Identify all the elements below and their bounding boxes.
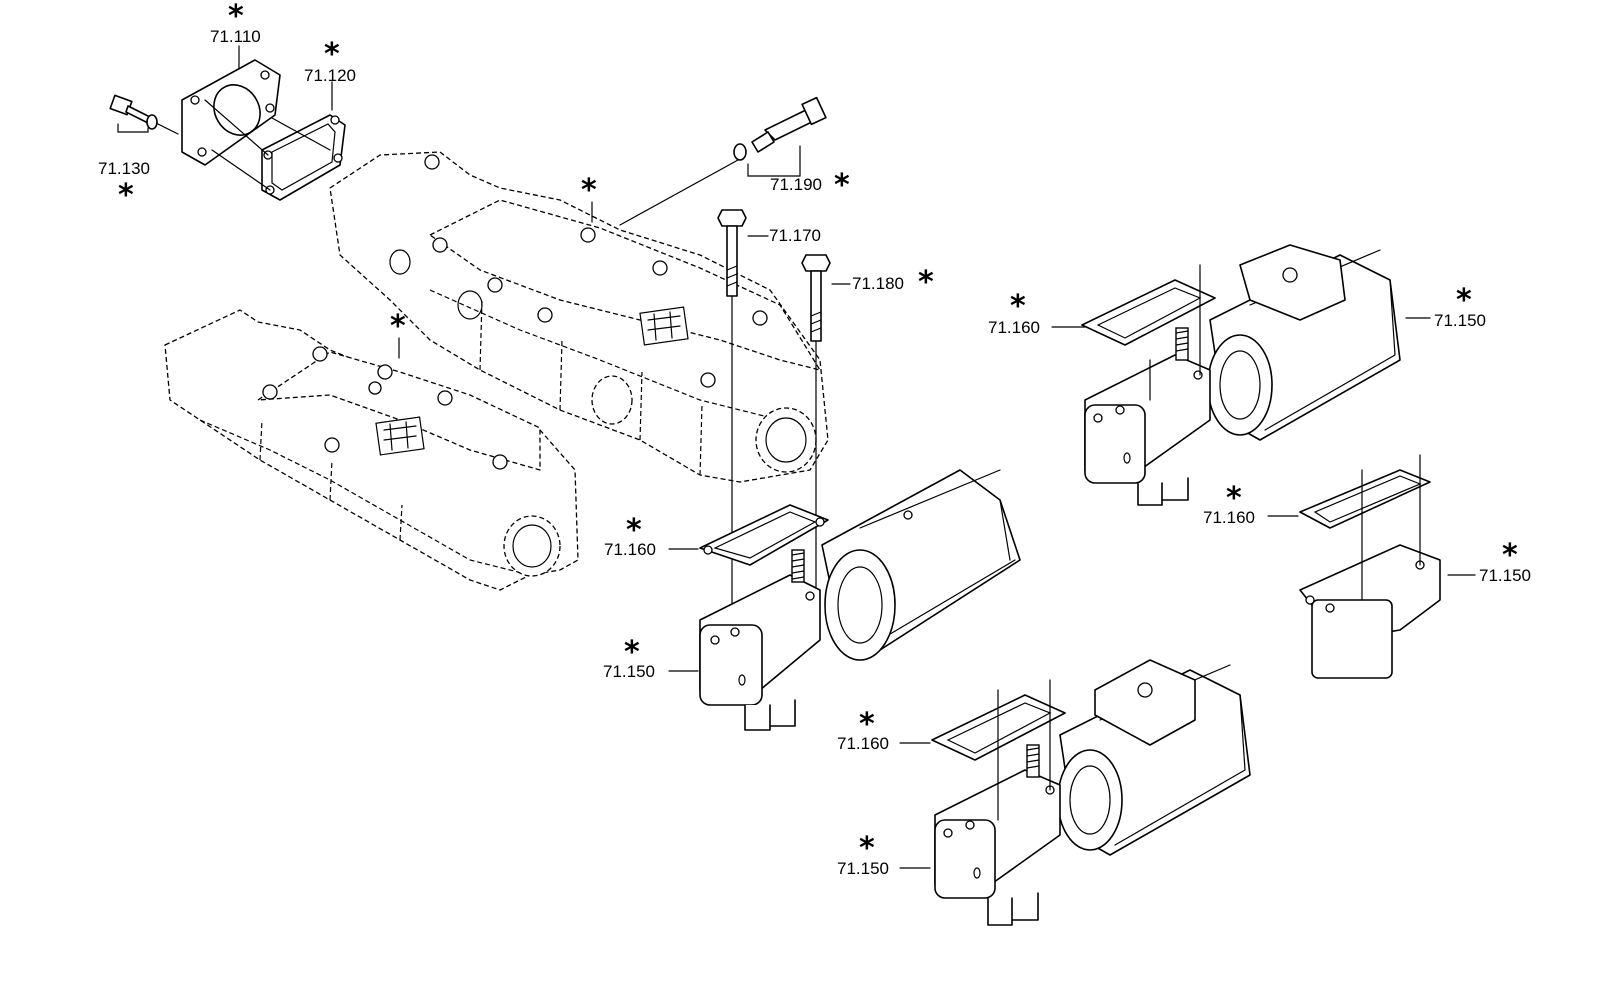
marker-71-120: *: [324, 37, 340, 72]
marker-71-180: *: [918, 265, 934, 300]
gasket-plate: [204, 99, 346, 201]
marker-71-150-d: *: [859, 831, 875, 866]
cover-plate: [181, 59, 281, 166]
upper-housing: [329, 151, 829, 483]
callout-71-120: 71.120: [304, 66, 356, 85]
marker-71-110: *: [228, 0, 244, 34]
callout-71-160-b: 71.160: [604, 540, 656, 559]
callout-71-190: 71.190: [770, 175, 822, 194]
cover-right: [1299, 454, 1441, 679]
callout-71-160-a: 71.160: [988, 318, 1040, 337]
marker-71-160-d: *: [859, 707, 875, 742]
marker-upper-housing: *: [581, 173, 597, 208]
marker-71-130: *: [118, 178, 134, 213]
callout-71-180: 71.180: [852, 274, 904, 293]
callout-71-170: 71.170: [769, 226, 821, 245]
lower-housing: [164, 309, 579, 591]
marker-71-160-a: *: [1010, 289, 1026, 324]
callout-71-150-d: 71.150: [837, 859, 889, 878]
actuator-bottom: [931, 659, 1251, 926]
marker-71-150-b: *: [1502, 538, 1518, 573]
marker-71-160-c: *: [1226, 481, 1242, 516]
marker-71-190: *: [834, 168, 850, 203]
marker-71-150-a: *: [1456, 283, 1472, 318]
sensor-part: [619, 96, 827, 226]
callout-71-150-b: 71.150: [1479, 566, 1531, 585]
callout-71-150-c: 71.150: [603, 662, 655, 681]
leader-lines: [238, 45, 1476, 869]
callout-71-150-a: 71.150: [1434, 311, 1486, 330]
callout-71-110: 71.110: [210, 27, 261, 46]
actuator-upper-right: [1081, 244, 1401, 506]
actuator-middle: [699, 469, 1021, 731]
callout-71-160-d: 71.160: [837, 734, 889, 753]
bolt-set: [109, 94, 179, 135]
marker-71-160-b: *: [626, 513, 642, 548]
marker-71-150-c: *: [624, 635, 640, 670]
marker-lower-housing: *: [390, 309, 406, 344]
callout-71-160-c: 71.160: [1203, 508, 1255, 527]
callout-71-130: 71.130: [98, 159, 150, 178]
